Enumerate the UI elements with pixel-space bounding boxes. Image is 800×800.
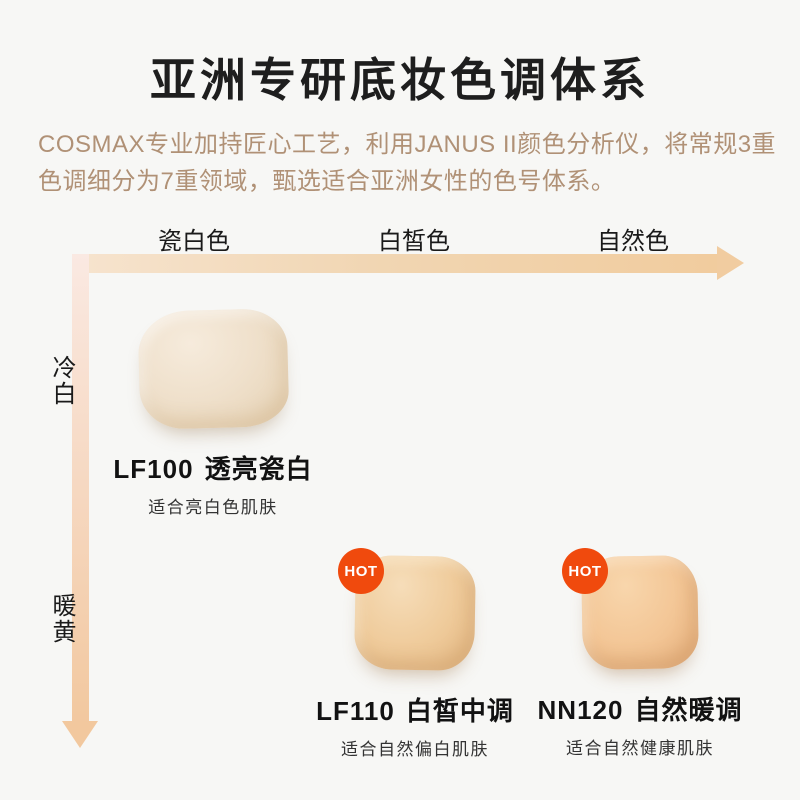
vertical-axis-arrowhead-icon: [62, 721, 98, 748]
product-card-lf110: HOT LF110 白皙中调 适合自然偏白肌肤: [300, 548, 530, 760]
product-desc: 适合自然偏白肌肤: [341, 740, 489, 759]
x-axis-label-natural: 自然色: [597, 228, 669, 255]
product-label: LF110 白皙中调: [300, 691, 530, 728]
product-label: LF100 透亮瓷白: [98, 449, 328, 486]
product-desc: 适合自然健康肌肤: [566, 739, 714, 758]
product-card-nn120: HOT NN120 自然暖调 适合自然健康肌肤: [525, 548, 755, 759]
product-card-lf100: LF100 透亮瓷白 适合亮白色肌肤: [98, 308, 328, 518]
horizontal-axis-arrowhead-icon: [717, 246, 744, 280]
product-name: 透亮瓷白: [204, 454, 313, 484]
x-axis-label-porcelain-white: 瓷白色: [158, 228, 230, 255]
x-axis-label-fair: 白皙色: [378, 228, 450, 255]
product-name: 自然暖调: [634, 695, 743, 725]
vertical-axis-arrow: [72, 254, 89, 722]
foundation-swatch: [136, 308, 290, 430]
hot-badge: HOT: [562, 548, 608, 594]
hot-badge: HOT: [338, 548, 384, 594]
y-axis-label-warm-yellow: 暖黄: [48, 593, 75, 645]
product-desc: 适合亮白色肌肤: [148, 498, 278, 517]
product-name: 白皙中调: [405, 696, 514, 726]
product-code: LF100: [113, 454, 194, 484]
y-axis-label-cool-white: 冷白: [48, 355, 75, 407]
product-code: LF110: [316, 696, 395, 726]
product-label: NN120 自然暖调: [525, 690, 755, 727]
horizontal-axis-arrow: [88, 254, 718, 273]
page-title: 亚洲专研底妆色调体系: [150, 54, 650, 106]
description-text: COSMAX专业加持匠心工艺，利用JANUS II颜色分析仪，将常规3重色调细分…: [38, 131, 777, 195]
product-code: NN120: [537, 695, 624, 725]
